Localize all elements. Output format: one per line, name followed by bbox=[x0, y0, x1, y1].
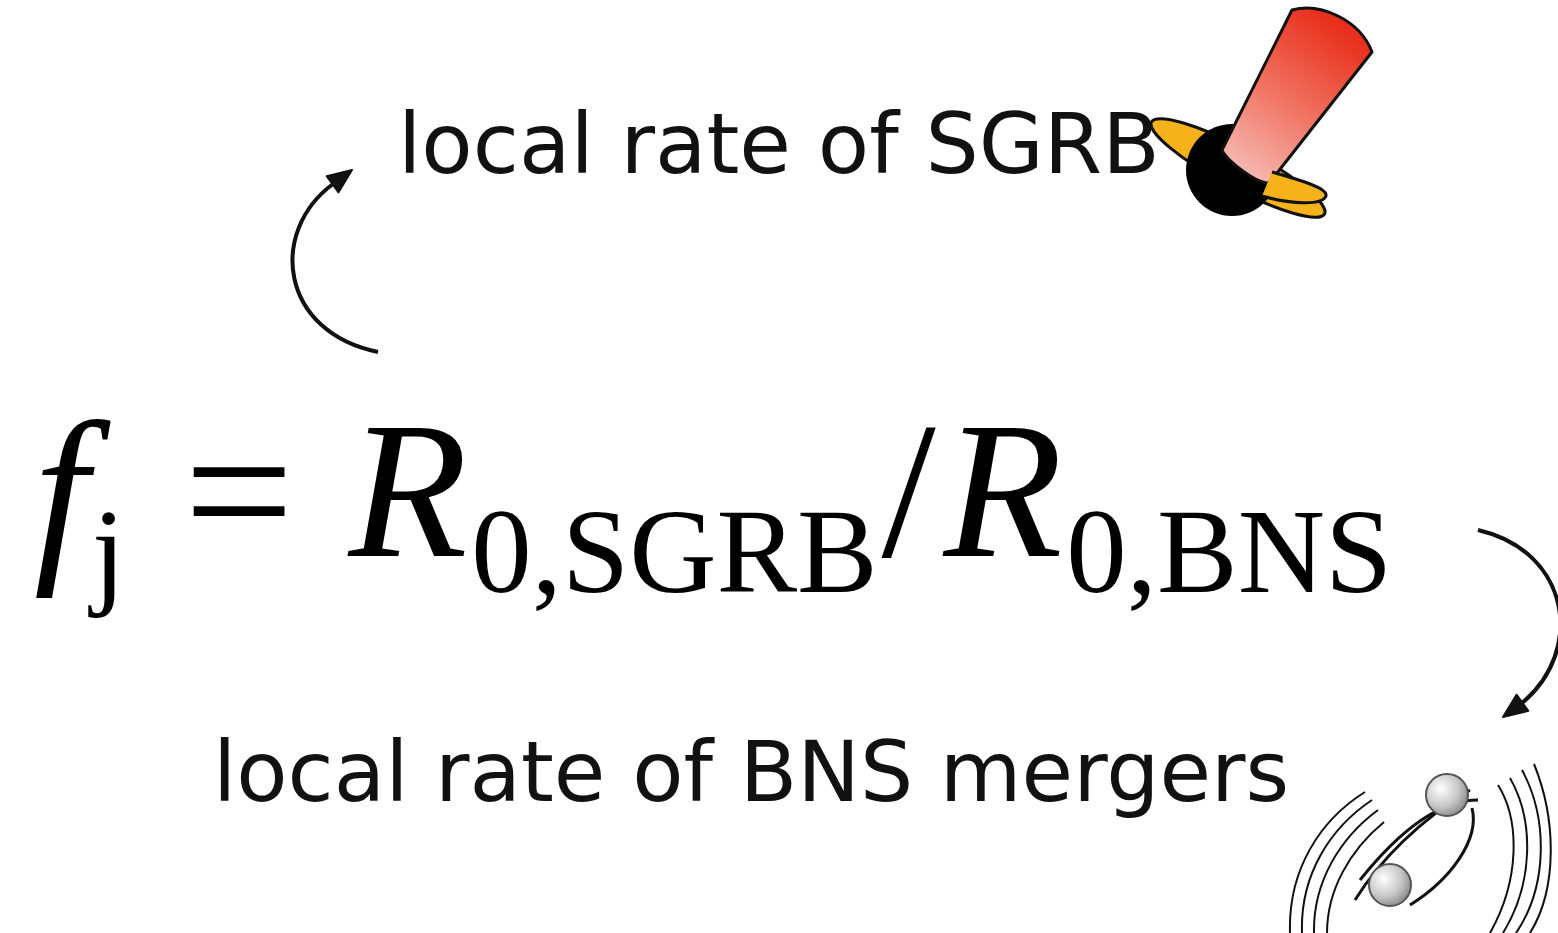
jet-icon bbox=[1142, 8, 1372, 232]
formula-symbol: R bbox=[944, 382, 1063, 598]
formula-symbol: f bbox=[34, 382, 88, 598]
binary-neutron-star-icon bbox=[1290, 764, 1551, 933]
formula-subscript: 0,SGRB bbox=[471, 484, 877, 618]
formula-subscript: 0,BNS bbox=[1066, 484, 1392, 618]
rate-ratio-formula: fj=R0,SGRB/R0,BNS bbox=[34, 373, 1392, 607]
leader-arrow bbox=[293, 184, 378, 352]
arrow-head bbox=[327, 170, 352, 192]
annotation-label: local rate of SGRB bbox=[398, 98, 1160, 190]
formula-subscript: j bbox=[92, 484, 126, 618]
formula-symbol: R bbox=[348, 382, 467, 598]
arrow-head bbox=[1503, 695, 1528, 717]
leader-arrow bbox=[1478, 530, 1558, 703]
annotation-label: local rate of BNS mergers bbox=[213, 726, 1289, 818]
formula-operator: = bbox=[184, 382, 294, 598]
formula-operator: / bbox=[882, 382, 936, 598]
